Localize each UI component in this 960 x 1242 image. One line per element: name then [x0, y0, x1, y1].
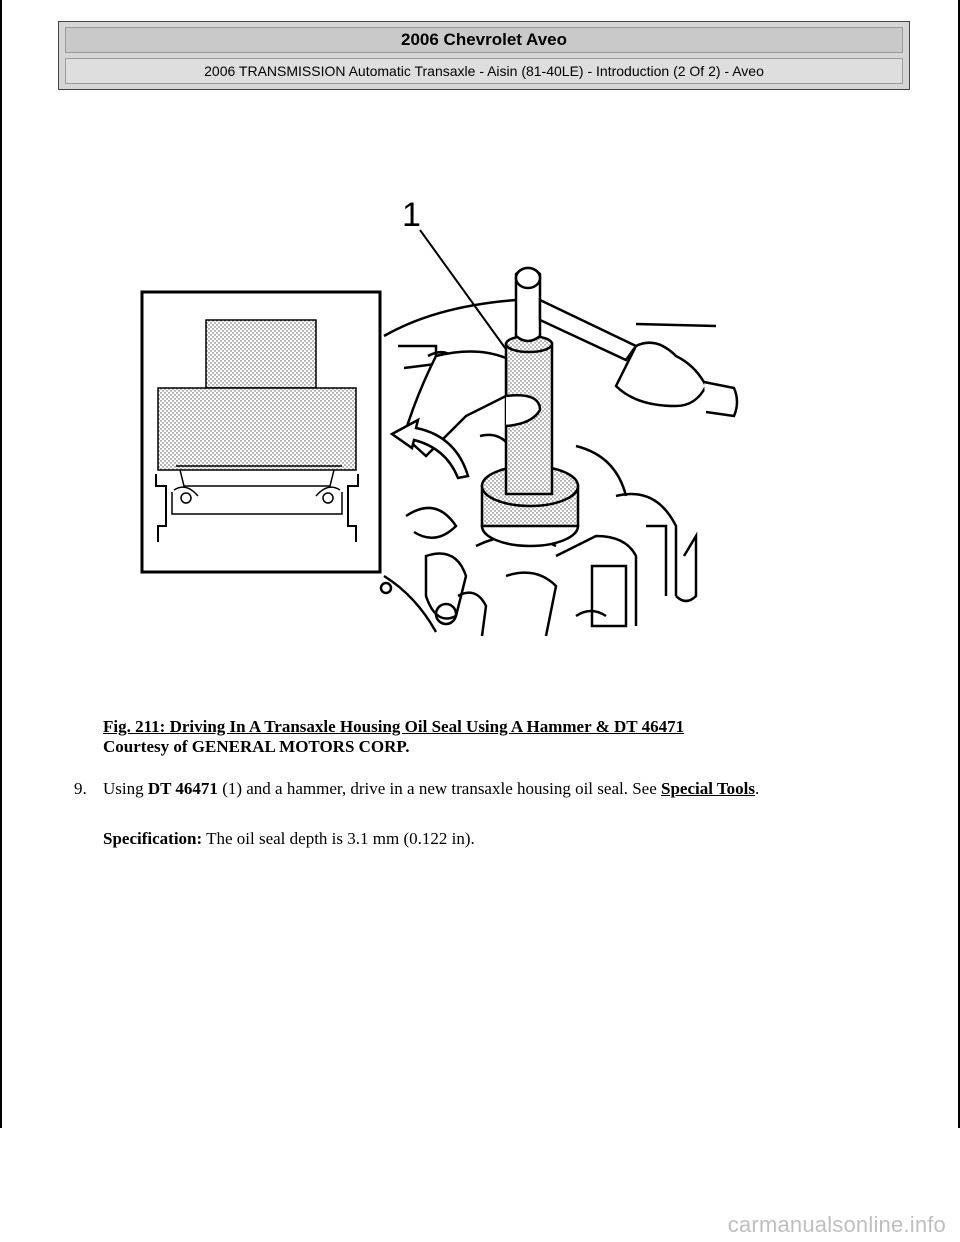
hands: [402, 322, 739, 458]
document-header: 2006 Chevrolet Aveo 2006 TRANSMISSION Au…: [58, 21, 910, 90]
step-text-3: .: [755, 779, 760, 798]
seal-installer-tool: [480, 334, 580, 548]
specification: Specification: The oil seal depth is 3.1…: [103, 828, 475, 850]
hammer: [514, 266, 638, 362]
page-border-right: [958, 0, 960, 1128]
figure-title: Fig. 211: Driving In A Transaxle Housing…: [103, 717, 685, 736]
tool-name: DT 46471: [147, 779, 218, 798]
document-subtitle: 2006 TRANSMISSION Automatic Transaxle - …: [65, 58, 903, 84]
figure-caption: Fig. 211: Driving In A Transaxle Housing…: [103, 717, 684, 757]
rotation-arrow: [389, 417, 470, 480]
special-tools-link[interactable]: Special Tools: [661, 779, 756, 798]
step-text-2: (1) and a hammer, drive in a new transax…: [217, 779, 662, 798]
step-number: 9.: [74, 779, 87, 798]
inset-detail: [140, 290, 382, 574]
page-border-left: [0, 0, 2, 1128]
callout-1: 1: [402, 196, 509, 353]
step-text-1: Using: [103, 779, 148, 798]
oil-seal-installation-illustration: 1: [140, 196, 739, 637]
svg-text:1: 1: [402, 196, 421, 234]
specification-text: The oil seal depth is 3.1 mm (0.122 in).: [202, 829, 475, 848]
procedure-step: 9. Using DT 46471 (1) and a hammer, drive…: [74, 778, 759, 800]
watermark: carmanualsonline.info: [727, 1212, 946, 1237]
page-footer: [0, 1128, 960, 1242]
specification-label: Specification:: [103, 829, 203, 848]
document-title: 2006 Chevrolet Aveo: [65, 27, 903, 53]
figure-courtesy: Courtesy of GENERAL MOTORS CORP.: [103, 737, 410, 756]
